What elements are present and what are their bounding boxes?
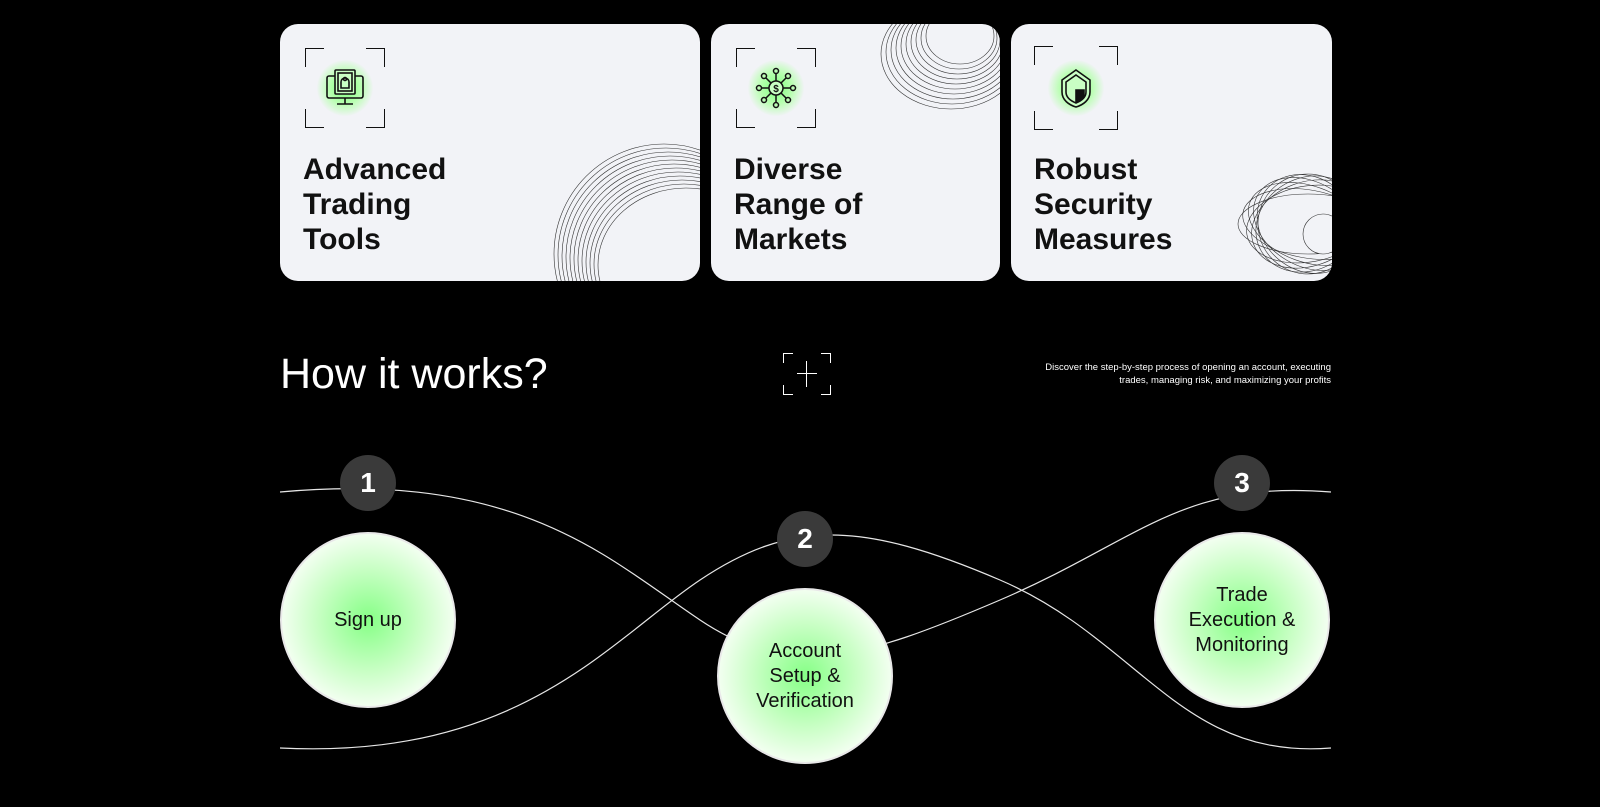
- feature-title: Advanced Trading Tools: [303, 153, 447, 256]
- icon-frame: $: [736, 48, 816, 128]
- icon-frame: [305, 48, 385, 128]
- feature-card-robust-security-measures[interactable]: Robust Security Measures: [1011, 24, 1332, 281]
- step-number-badge: 3: [1214, 455, 1270, 511]
- feature-card-advanced-trading-tools[interactable]: Advanced Trading Tools: [280, 24, 700, 281]
- step-circle-account-setup[interactable]: Account Setup & Verification: [717, 588, 893, 764]
- wireframe-swirl-graphic: [880, 24, 1000, 110]
- icon-frame: [1034, 46, 1118, 130]
- feature-title: Diverse Range of Markets: [734, 153, 863, 256]
- step-circle-trade-execution[interactable]: Trade Execution & Monitoring: [1154, 532, 1330, 708]
- monitor-money-icon: [326, 69, 364, 105]
- step-number-badge: 1: [340, 455, 396, 511]
- plus-frame-icon: [783, 353, 831, 395]
- feature-title: Robust Security Measures: [1034, 153, 1173, 256]
- step-circle-sign-up[interactable]: Sign up: [280, 532, 456, 708]
- wireframe-swirl-graphic: [1237, 173, 1332, 275]
- step-label: Sign up: [334, 608, 402, 631]
- feature-card-diverse-range-of-markets[interactable]: $ Diverse Range of Markets: [711, 24, 1000, 281]
- dollar-network-icon: $: [755, 67, 797, 109]
- step-label: Trade Execution & Monitoring: [1188, 583, 1296, 656]
- section-description: Discover the step-by-step process of ope…: [1045, 362, 1331, 386]
- step-label: Account Setup & Verification: [756, 639, 854, 712]
- svg-text:$: $: [773, 84, 779, 95]
- wireframe-swirl-graphic: [553, 143, 700, 281]
- step-number-badge: 2: [777, 511, 833, 567]
- section-title: How it works?: [280, 350, 548, 398]
- shield-icon: [1061, 69, 1091, 108]
